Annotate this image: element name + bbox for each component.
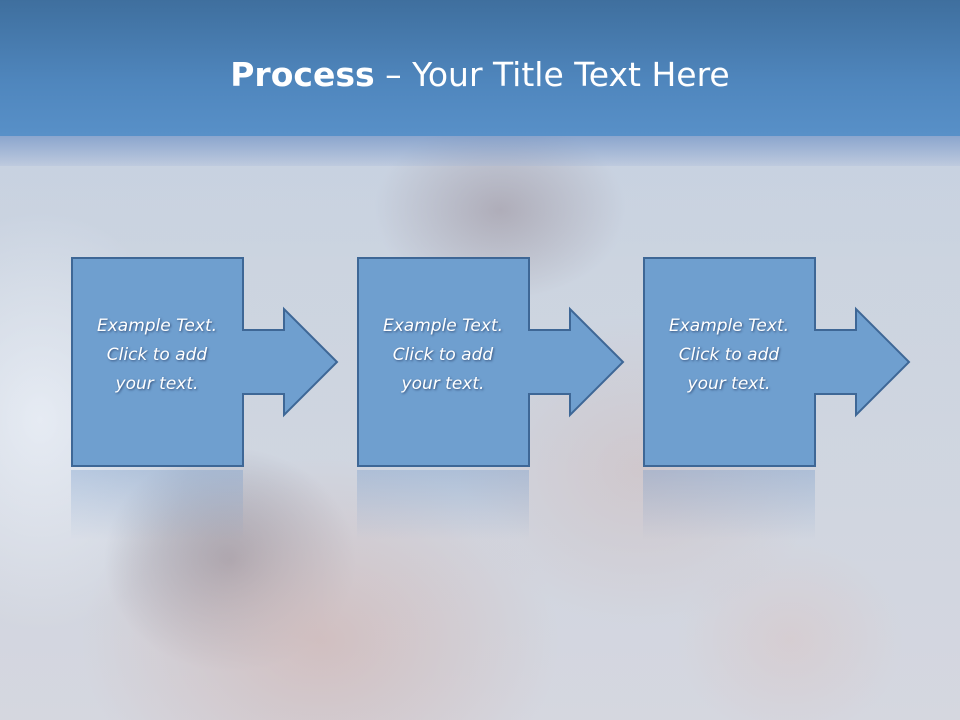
title-bar-fade [0,136,960,166]
slide-title[interactable]: Process – Your Title Text Here [0,52,960,98]
process-step-1[interactable]: Example Text. Click to add your text. [71,257,347,467]
slide-title-rest: – Your Title Text Here [374,55,730,94]
step-1-reflection [71,470,243,540]
slide-title-bold: Process [230,55,375,94]
step-3-reflection [643,470,815,540]
process-step-3[interactable]: Example Text. Click to add your text. [643,257,919,467]
step-2-text: Example Text. Click to add your text. [382,316,504,394]
title-bar [0,0,960,136]
step-3-text: Example Text. Click to add your text. [668,316,790,394]
step-1-arrow-shape [71,257,339,467]
step-2-arrow-shape [357,257,625,467]
process-step-2[interactable]: Example Text. Click to add your text. [357,257,633,467]
step-2-reflection [357,470,529,540]
step-3-arrow-shape [643,257,911,467]
step-1-text: Example Text. Click to add your text. [96,316,218,394]
